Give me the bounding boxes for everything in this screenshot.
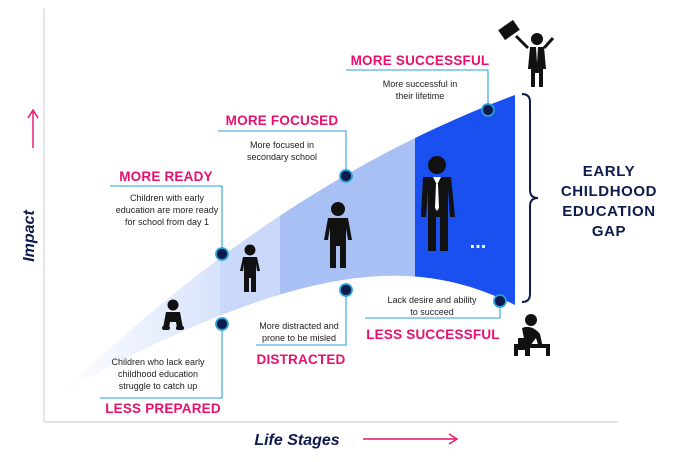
baby-icon [162,299,184,330]
title-more-focused: MORE FOCUSED [226,113,339,128]
desc-more-successful-2: their lifetime [396,91,445,101]
marker-more-ready [215,247,229,261]
desc-less-prepared-2: childhood education [118,369,198,379]
desc-more-successful-1: More successful in [383,79,458,89]
desc-distracted-2: prone to be misled [262,333,336,343]
marker-distracted [339,283,353,297]
gap-label-line-4: GAP [592,223,626,240]
gap-label-line-1: EARLY [583,163,635,180]
title-more-ready: MORE READY [119,169,213,184]
desc-less-prepared-3: struggle to catch up [119,381,198,391]
desc-less-prepared-1: Children who lack early [111,357,205,367]
gap-label-line-3: EDUCATION [562,203,655,220]
y-axis-label: Impact [21,210,38,262]
chart-axes [43,8,618,423]
top-connectors [110,69,489,254]
desc-more-ready-3: for school from day 1 [125,217,209,227]
x-axis-label: Life Stages [254,432,339,449]
ellipsis-text: ... [470,231,487,253]
desc-distracted-1: More distracted and [259,321,339,331]
desc-less-successful-1: Lack desire and ability [387,295,477,305]
desc-more-ready-1: Children with early [130,193,205,203]
marker-less-prepared [215,317,229,331]
gap-label-line-2: CHILDHOOD [561,183,657,200]
sad-person-icon [514,314,550,356]
stage-markers [215,103,507,331]
title-distracted: DISTRACTED [257,352,346,367]
child-icon [240,244,260,292]
desc-more-focused-2: secondary school [247,152,317,162]
desc-less-successful-2: to succeed [410,307,454,317]
title-less-prepared: LESS PREPARED [105,401,221,416]
adult-icon [421,156,455,251]
teen-icon [324,202,352,268]
life-stages-arrow-icon [363,433,459,445]
celebrating-graduate-icon [498,19,555,87]
marker-more-successful [481,103,495,117]
desc-more-ready-2: education are more ready [116,205,219,215]
marker-less-successful [493,294,507,308]
title-more-successful: MORE SUCCESSFUL [351,53,490,68]
gap-bracket [521,93,539,303]
title-less-successful: LESS SUCCESSFUL [366,327,500,342]
marker-more-focused [339,169,353,183]
desc-more-focused-1: More focused in [250,140,314,150]
impact-arrow-icon [27,108,39,148]
